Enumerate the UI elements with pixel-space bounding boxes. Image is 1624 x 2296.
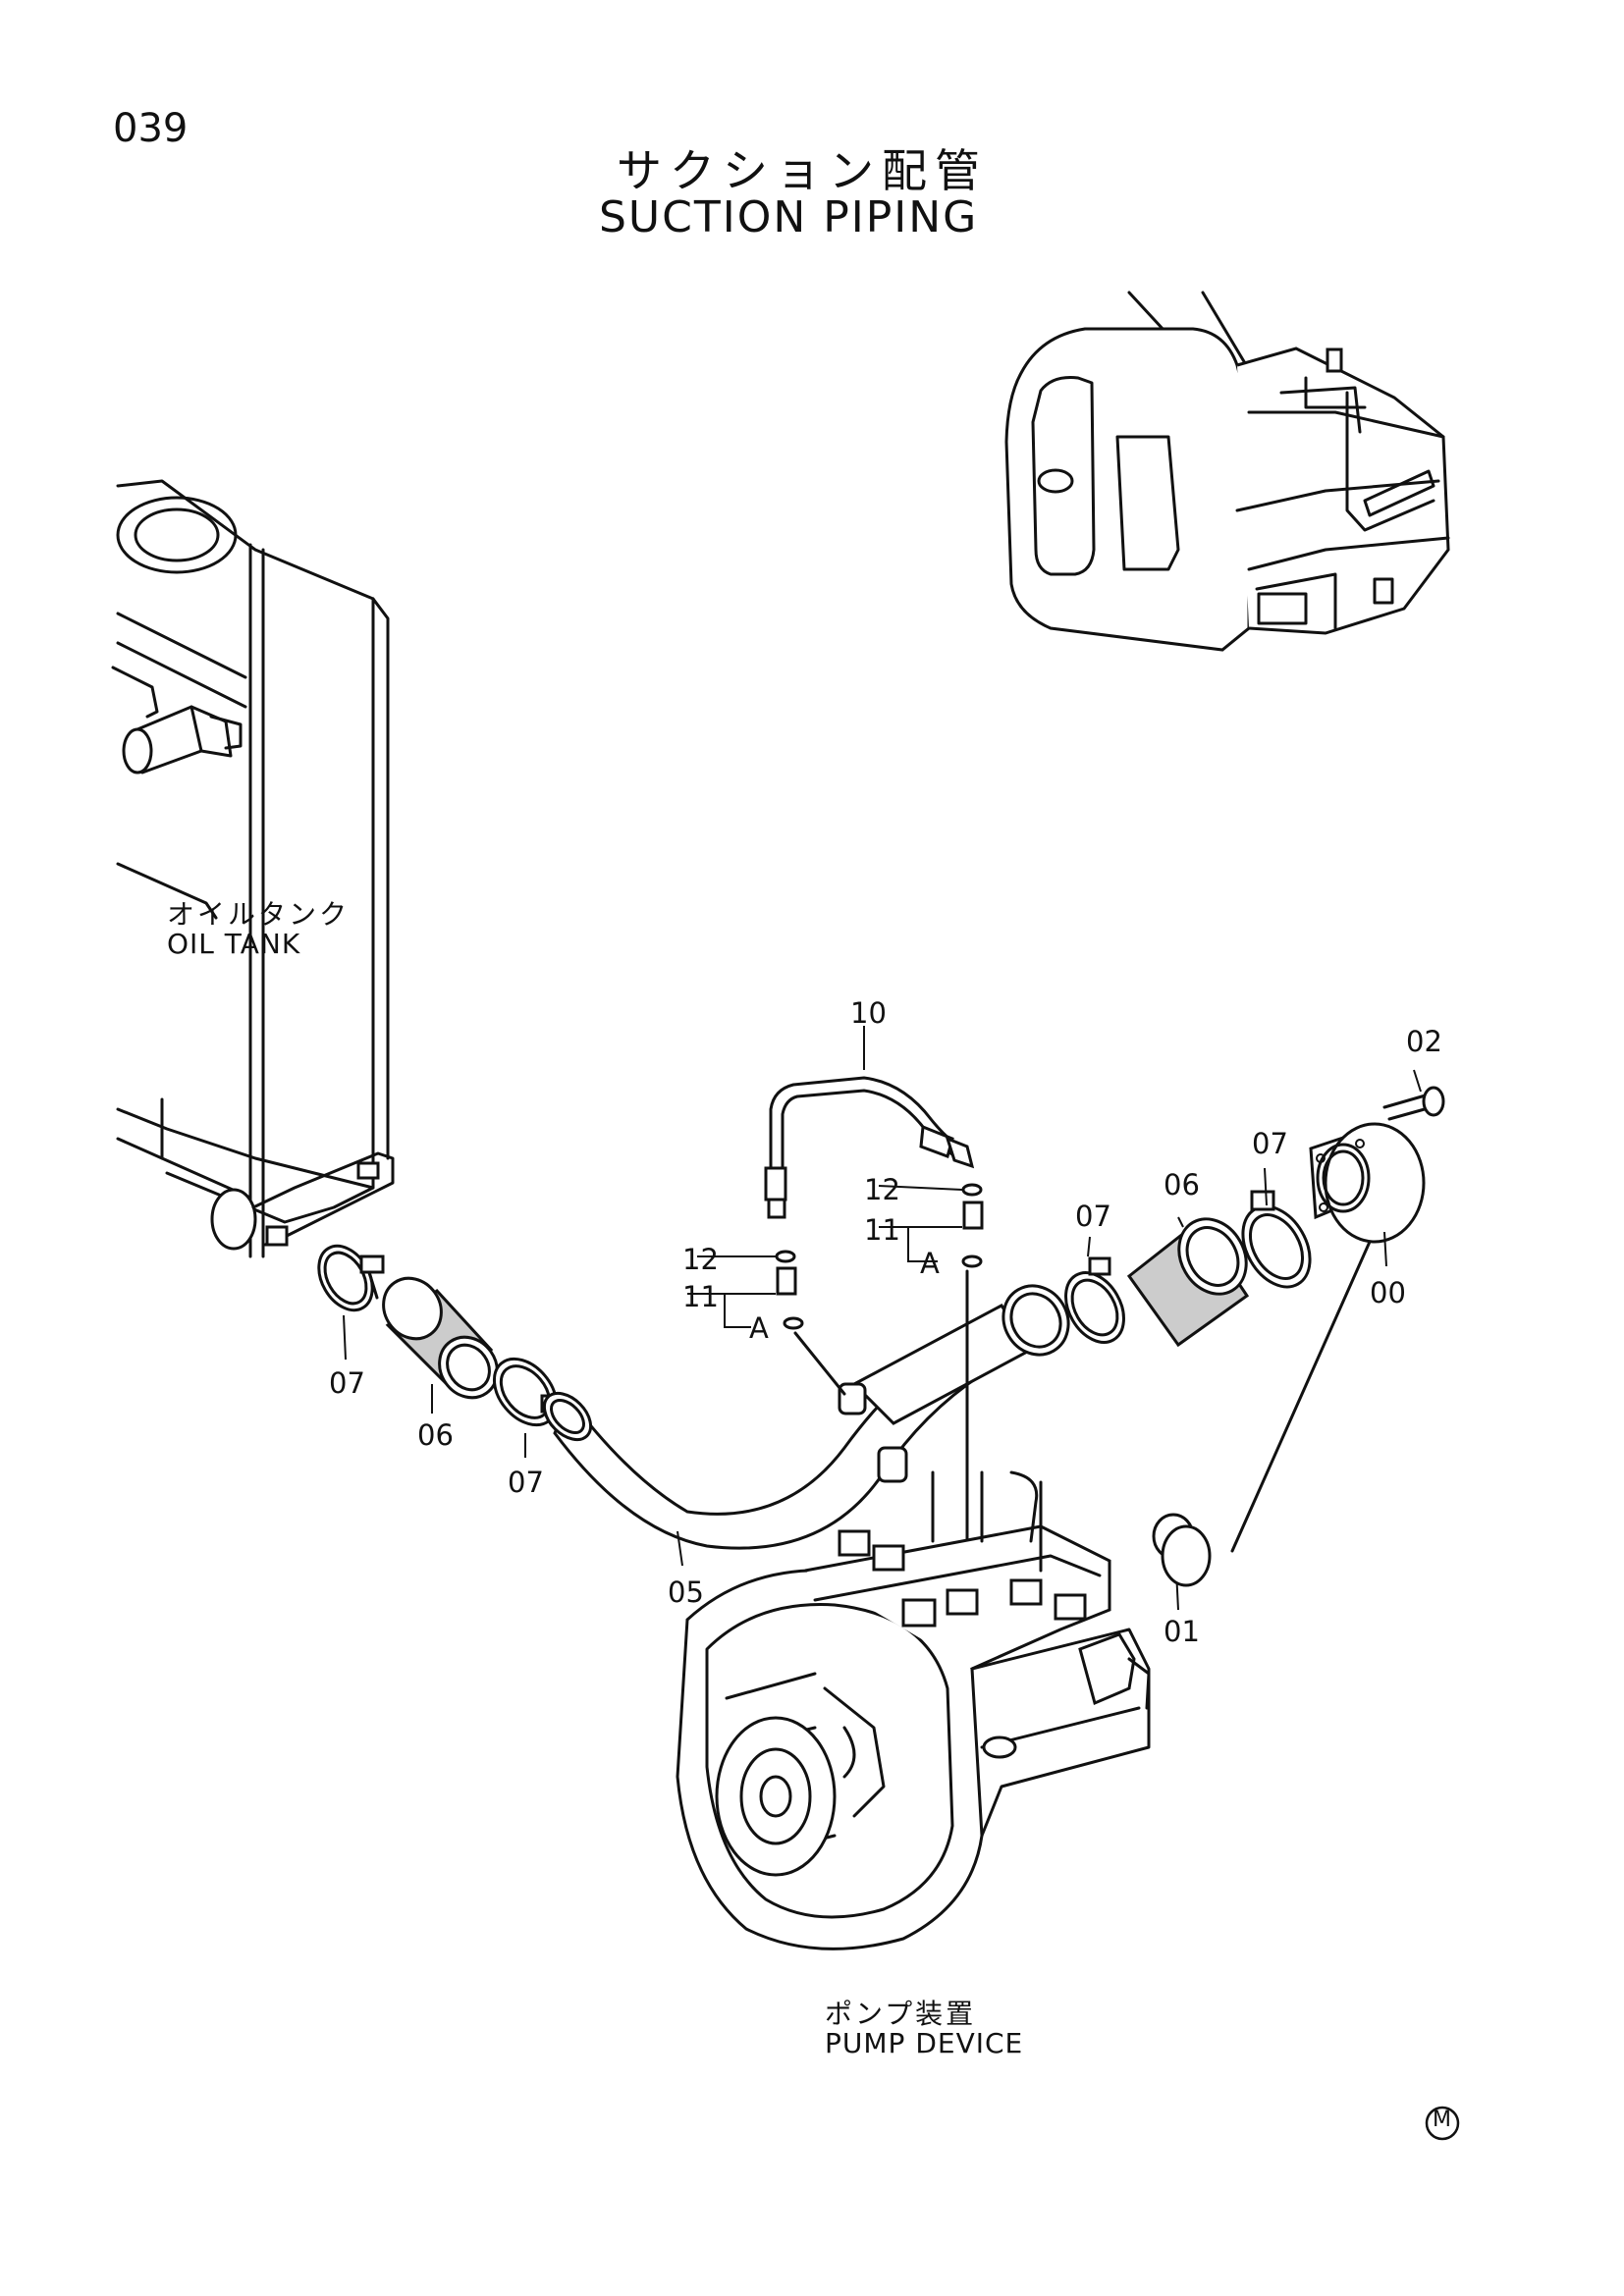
callout-11-upper: 11 [864,1213,900,1247]
callout-a-upper: A [920,1247,940,1280]
callout-07-mid-right: 07 [1075,1200,1111,1233]
fittings-group [775,1183,984,1330]
callout-07-left: 07 [329,1366,365,1400]
callout-12-lower: 12 [682,1243,719,1276]
hose-clamp-left [317,1244,385,1312]
callout-07-mid-left: 07 [508,1466,544,1499]
oil-tank-label-jp: オイルタンク [167,898,351,931]
oil-tank-illustration [111,479,395,1258]
callout-06-left: 06 [417,1418,454,1452]
callout-a-lower: A [749,1311,769,1345]
page-number: 039 [113,106,189,151]
callout-02: 02 [1406,1025,1442,1058]
oil-tank-label-en: OIL TANK [167,928,301,960]
hose-clamp-right [1241,1190,1312,1289]
suction-flange [1309,1122,1426,1244]
suction-hose-left [382,1276,499,1400]
m-mark-circle [1425,2106,1460,2141]
callout-07-right: 07 [1252,1127,1288,1160]
callout-12-upper: 12 [864,1173,900,1206]
pump-device-label-jp: ポンプ装置 [825,1998,977,2030]
excavator-overview-illustration [1004,291,1450,652]
pump-device-illustration [676,1470,1210,1950]
return-tube [764,1076,975,1219]
page-title-english: SUCTION PIPING [599,192,979,242]
flange-bolt [1382,1086,1445,1121]
callout-06-right: 06 [1164,1168,1200,1201]
hose-clamp-mid-right [1064,1256,1125,1344]
m-mark-letter: M [1433,2108,1451,2132]
callout-00: 00 [1370,1276,1406,1309]
callout-01: 01 [1164,1615,1200,1648]
suction-hose-right [1126,1217,1250,1348]
o-ring-part [1161,1524,1212,1587]
callout-05: 05 [668,1575,704,1609]
suction-pipe [542,1284,1070,1550]
pump-device-label-en: PUMP DEVICE [825,2027,1024,2059]
page-title-japanese: サクション配管 [617,144,988,197]
callout-11-lower: 11 [682,1280,719,1313]
callout-10: 10 [850,996,887,1030]
